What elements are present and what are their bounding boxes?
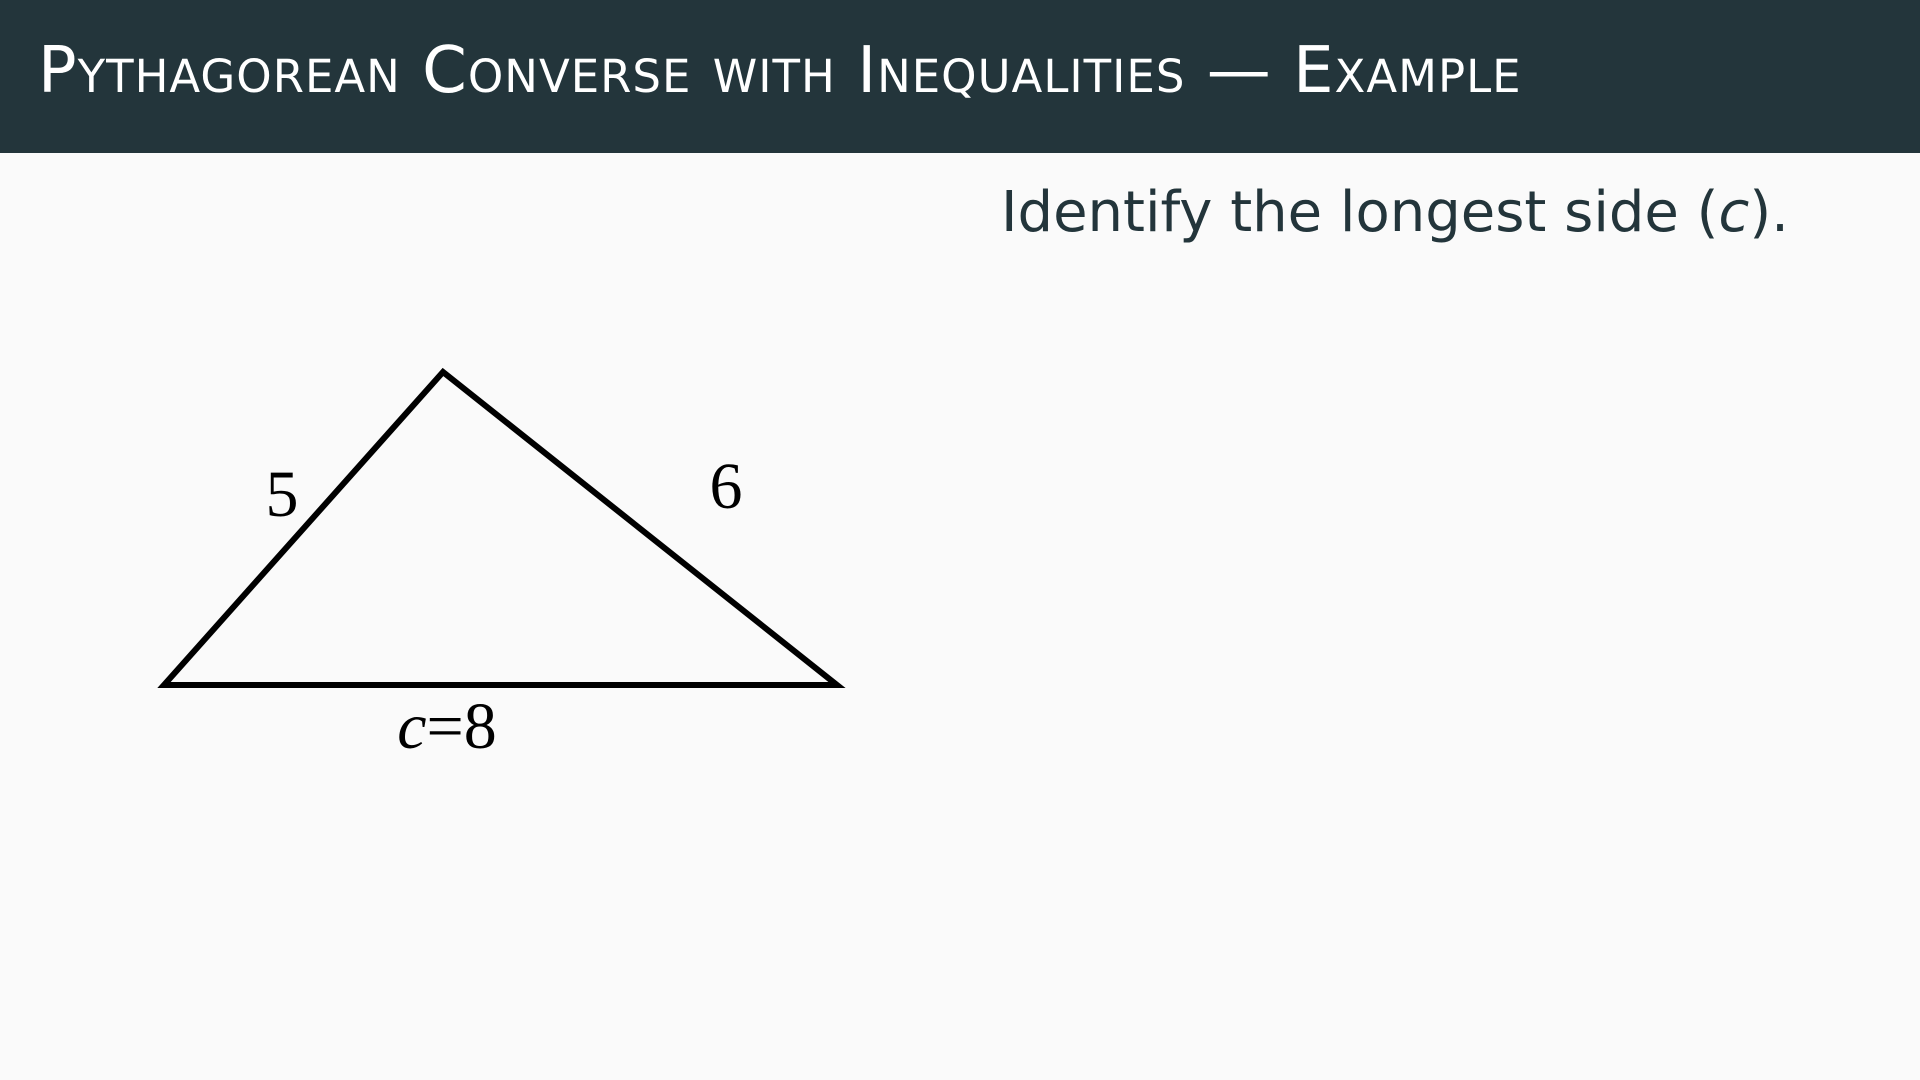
- side-label-right: 6: [710, 450, 743, 523]
- instruction-prefix: Identify the longest side (: [1001, 180, 1719, 245]
- side-label-base-variable: c: [397, 690, 426, 763]
- triangle-figure: 5 6 c=8: [157, 367, 846, 763]
- slide-title: Pythagorean Converse with Inequalities —…: [38, 34, 1522, 108]
- triangle-shape: [157, 367, 846, 688]
- instruction-variable: c: [1718, 180, 1750, 245]
- instruction-suffix: ).: [1749, 180, 1789, 245]
- side-label-base-value: =8: [427, 690, 497, 763]
- side-label-left: 5: [266, 458, 299, 531]
- side-label-base: c=8: [397, 690, 497, 763]
- title-bar: Pythagorean Converse with Inequalities —…: [0, 0, 1920, 153]
- instruction-text: Identify the longest side (c).: [1001, 180, 1789, 245]
